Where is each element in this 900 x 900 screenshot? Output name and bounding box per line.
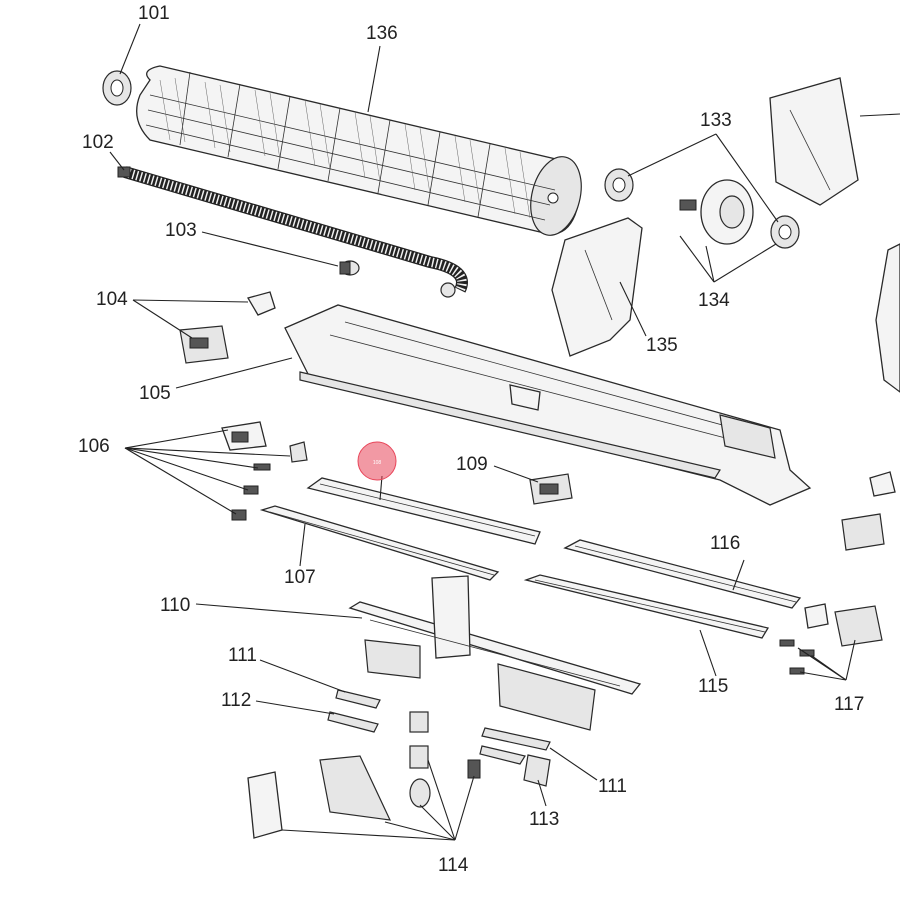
part-133-134-motor bbox=[604, 168, 800, 249]
callout-111-lower: 111 bbox=[598, 776, 627, 797]
part-right-side-panel bbox=[875, 243, 900, 393]
callout-107: 107 bbox=[284, 567, 316, 588]
callout-101: 101 bbox=[138, 3, 170, 24]
part-107-louver bbox=[259, 505, 500, 581]
callout-136: 136 bbox=[366, 23, 398, 44]
part-101-bearing bbox=[102, 70, 132, 106]
part-114-parts bbox=[247, 711, 481, 839]
callout-117: 117 bbox=[834, 694, 864, 715]
part-110-frame bbox=[348, 575, 642, 731]
callout-111-upper: 111 bbox=[228, 645, 257, 666]
part-105-chassis bbox=[284, 304, 812, 506]
part-116-louver bbox=[563, 539, 802, 609]
callout-106: 106 bbox=[78, 436, 110, 457]
callout-133: 133 bbox=[700, 110, 732, 131]
part-117-actuators bbox=[779, 471, 896, 675]
callout-112: 112 bbox=[221, 690, 251, 711]
part-137-side-frame bbox=[769, 77, 859, 206]
part-108-hotspot[interactable]: 108 bbox=[357, 441, 397, 481]
callout-114: 114 bbox=[438, 855, 469, 876]
callout-109: 109 bbox=[456, 454, 488, 475]
part-136-crossflow-fan bbox=[136, 65, 582, 236]
part-109-bracket bbox=[529, 473, 573, 505]
callout-115: 115 bbox=[698, 676, 728, 697]
leader-lines bbox=[109, 23, 900, 841]
part-111-112-clips bbox=[327, 689, 551, 765]
callout-135: 135 bbox=[646, 335, 678, 356]
part-106-small-parts bbox=[221, 421, 308, 521]
part-102-drain-hose bbox=[117, 166, 468, 298]
part-108-louver bbox=[306, 477, 541, 545]
callout-labels: 101 136 102 103 104 105 106 107 109 110 … bbox=[78, 3, 864, 876]
callout-103: 103 bbox=[165, 220, 197, 241]
part-113-knob bbox=[523, 754, 551, 787]
callout-113: 113 bbox=[529, 809, 559, 830]
callout-110: 110 bbox=[160, 595, 190, 616]
part-104-clip bbox=[179, 291, 276, 364]
callout-102: 102 bbox=[82, 132, 114, 153]
hotspot-label: 108 bbox=[373, 460, 382, 466]
callout-134: 134 bbox=[698, 290, 730, 311]
part-115-louver bbox=[523, 574, 770, 639]
part-135-motor-cover bbox=[551, 217, 643, 357]
callout-105: 105 bbox=[139, 383, 171, 404]
callout-104: 104 bbox=[96, 289, 128, 310]
part-103-screw bbox=[339, 260, 360, 276]
callout-116: 116 bbox=[710, 533, 740, 554]
